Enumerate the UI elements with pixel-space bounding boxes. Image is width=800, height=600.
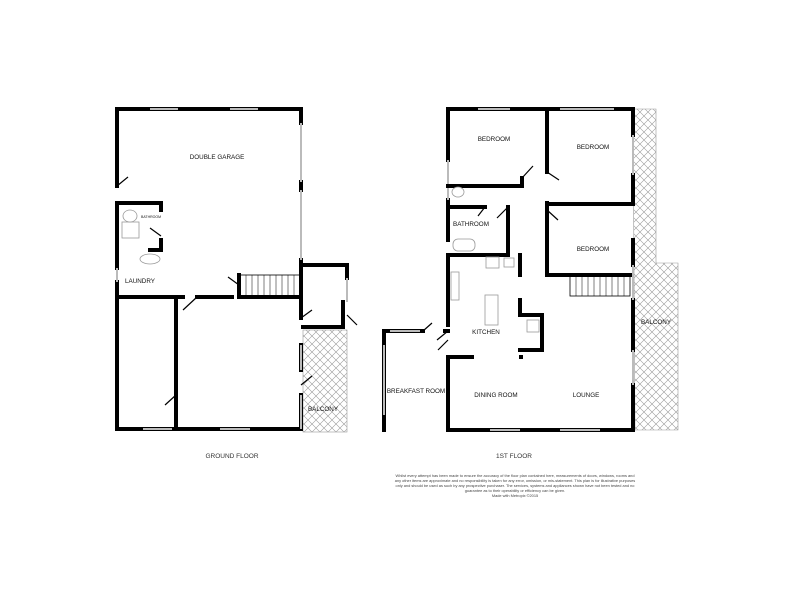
room-label-bathroom: BATHROOM bbox=[453, 221, 489, 228]
room-label-balcony: BALCONY bbox=[641, 319, 672, 326]
room-label-balcony: BALCONY bbox=[308, 406, 339, 413]
disclaimer: Whilst every attempt has been made to en… bbox=[392, 473, 638, 498]
ground-balcony bbox=[302, 329, 348, 433]
first-floor-caption: 1ST FLOOR bbox=[496, 453, 532, 460]
room-label-bedroom-3: BEDROOM bbox=[577, 246, 610, 253]
ground-floor-caption: GROUND FLOOR bbox=[205, 453, 258, 460]
room-label-lounge: LOUNGE bbox=[573, 392, 600, 399]
oven-icon bbox=[503, 257, 515, 268]
toilet-icon bbox=[122, 209, 138, 223]
room-label-breakfast-room: BREAKFAST ROOM bbox=[387, 388, 445, 395]
room-label-bedroom-1: BEDROOM bbox=[478, 136, 511, 143]
ground-floor-plan: DOUBLE GARAGE BATHROOM LAUNDRY BALCONY G… bbox=[115, 107, 358, 460]
appliance-icon bbox=[526, 319, 540, 333]
shower-icon bbox=[121, 221, 140, 239]
first-floor-plan: BEDROOM BEDROOM BEDROOM BATHROOM KITCHEN… bbox=[382, 107, 679, 460]
room-label-bedroom-2: BEDROOM bbox=[577, 144, 610, 151]
kitchen-island bbox=[484, 294, 499, 326]
cooktop-icon bbox=[485, 256, 500, 269]
sink-icon bbox=[450, 271, 460, 301]
room-label-dining-room: DINING ROOM bbox=[474, 392, 517, 399]
room-label-bathroom: BATHROOM bbox=[141, 215, 161, 219]
bathtub-icon bbox=[452, 238, 476, 252]
room-label-kitchen: KITCHEN bbox=[472, 329, 500, 336]
first-floor-balcony bbox=[632, 108, 679, 431]
sink-icon bbox=[139, 253, 161, 265]
disclaimer-text: Whilst every attempt has been made to en… bbox=[394, 473, 636, 493]
toilet-icon bbox=[451, 186, 465, 198]
credit-text: Made with Metropix ©2015 bbox=[491, 493, 539, 498]
room-label-double-garage: DOUBLE GARAGE bbox=[190, 154, 245, 161]
room-label-laundry: LAUNDRY bbox=[125, 278, 156, 285]
